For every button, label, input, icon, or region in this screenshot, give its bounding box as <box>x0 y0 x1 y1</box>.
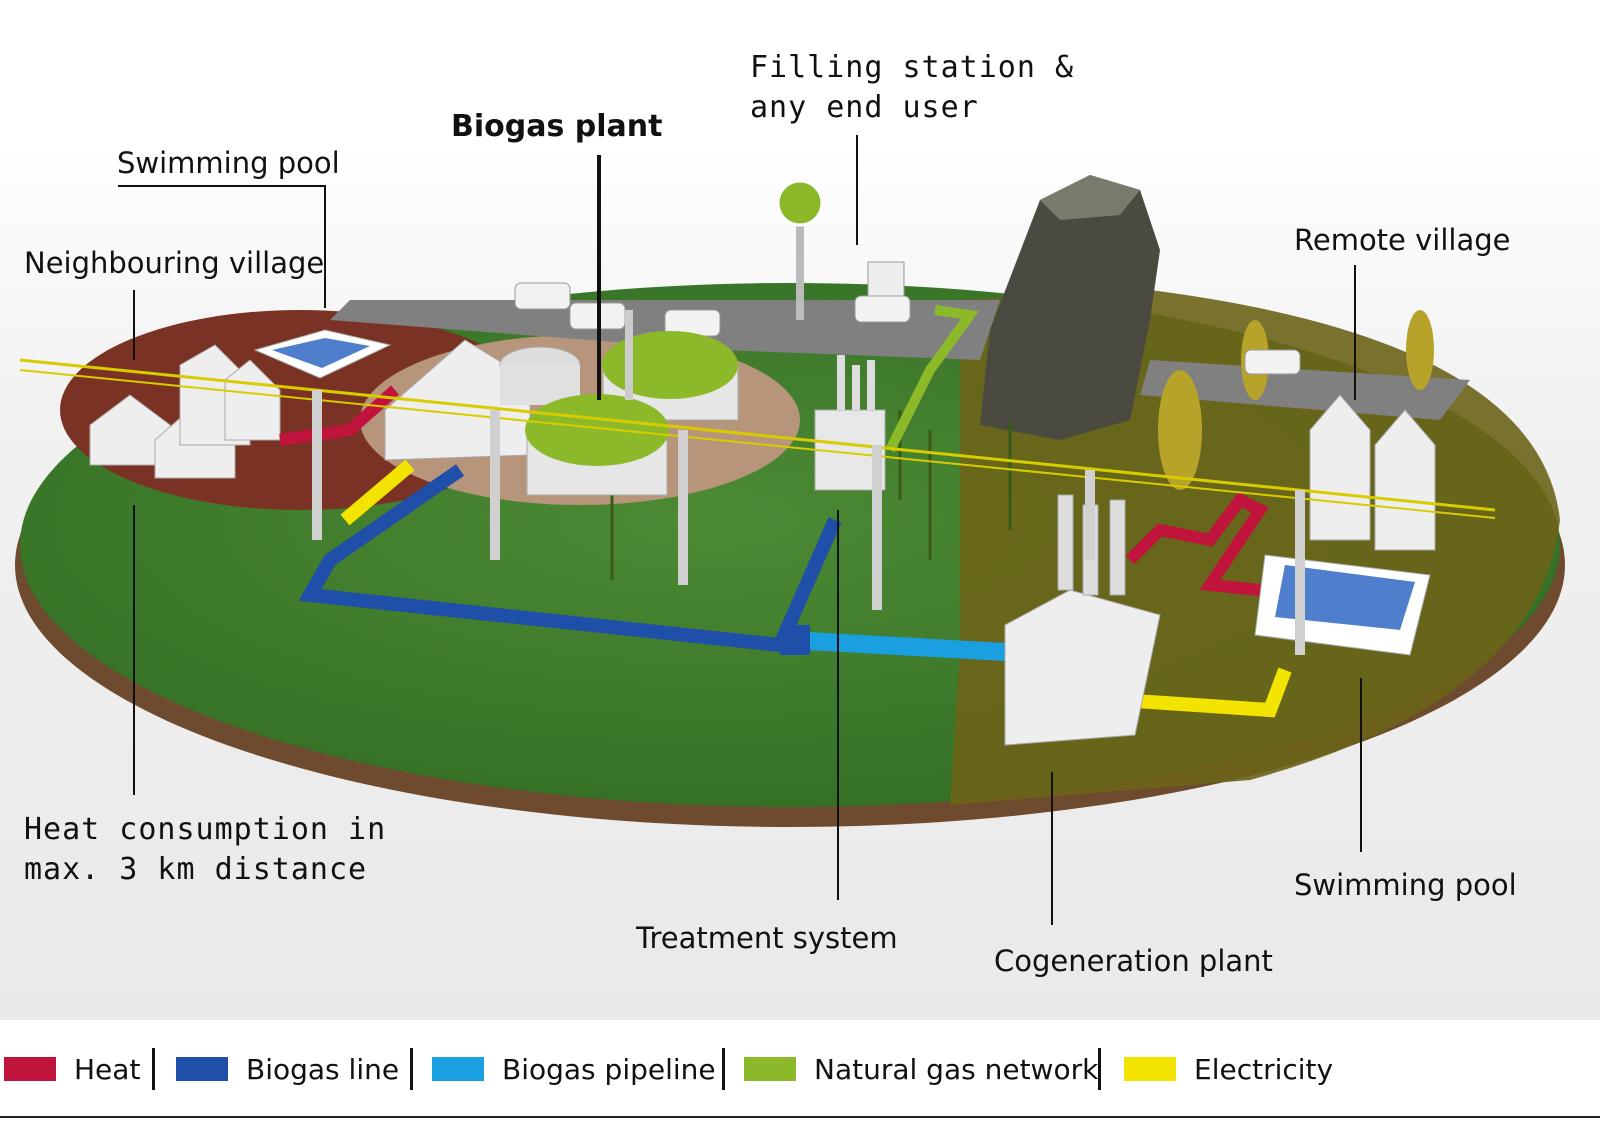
label-heat-consumption: Heat consumption in max. 3 km distance <box>24 812 387 887</box>
natural-gas-line <box>885 305 979 453</box>
rock <box>980 175 1160 440</box>
cars <box>514 282 1301 375</box>
legend-item-natural-gas: Natural gas network <box>744 1046 1098 1092</box>
label-filling-station: Filling station & any end user <box>750 50 1075 125</box>
power-cable <box>19 358 1496 512</box>
houses-left <box>89 344 281 479</box>
legend-item-electricity: Electricity <box>1124 1046 1333 1092</box>
legend-divider <box>1098 1048 1101 1090</box>
label-treatment-system: Treatment system <box>636 921 898 955</box>
legend-divider <box>152 1048 155 1090</box>
legend-item-biogas-pipeline: Biogas pipeline <box>432 1046 716 1092</box>
heat-line-right <box>1125 492 1269 596</box>
biogas-pipeline <box>789 631 1006 661</box>
legend-divider <box>722 1048 725 1090</box>
legend-divider <box>410 1048 413 1090</box>
landscape-illustration <box>15 135 1565 925</box>
legend-label: Heat <box>74 1052 141 1086</box>
biogas-pipeline-swatch <box>432 1057 484 1081</box>
legend-label: Biogas pipeline <box>502 1052 716 1086</box>
heat-line-left <box>279 385 399 446</box>
electricity-line-left <box>340 459 415 526</box>
label-remote-village: Remote village <box>1294 223 1511 257</box>
label-swimming-pool-left: Swimming pool <box>117 146 340 180</box>
power-poles <box>312 390 1305 655</box>
electricity-swatch <box>1124 1057 1176 1081</box>
road-remote <box>1140 360 1470 420</box>
legend-label: Electricity <box>1194 1052 1334 1086</box>
yellow-trees <box>1158 310 1434 490</box>
legend-label: Biogas line <box>246 1052 400 1086</box>
legend-item-biogas-line: Biogas line <box>176 1046 399 1092</box>
legend: Heat Biogas line Biogas pipeline Natural… <box>0 1022 1600 1118</box>
cogeneration-plant <box>1004 589 1161 746</box>
heat-swatch <box>4 1057 56 1081</box>
electricity-line-right <box>1119 667 1292 718</box>
biogas-line-swatch <box>176 1057 228 1081</box>
label-neighbouring-village: Neighbouring village <box>24 246 325 280</box>
natural-gas-swatch <box>744 1057 796 1081</box>
leader-lines <box>118 135 1362 925</box>
label-swimming-pool-right: Swimming pool <box>1294 868 1517 902</box>
fuel-pump-icon <box>867 261 905 297</box>
gas-sign-icon <box>776 179 824 227</box>
label-cogeneration-plant: Cogeneration plant <box>994 944 1273 978</box>
label-biogas-plant: Biogas plant <box>451 109 663 144</box>
diagram-scene: Swimming pool Biogas plant Filling stati… <box>0 0 1600 1020</box>
legend-item-heat: Heat <box>4 1046 140 1092</box>
biogas-line <box>298 464 842 653</box>
legend-label: Natural gas network <box>814 1052 1099 1086</box>
